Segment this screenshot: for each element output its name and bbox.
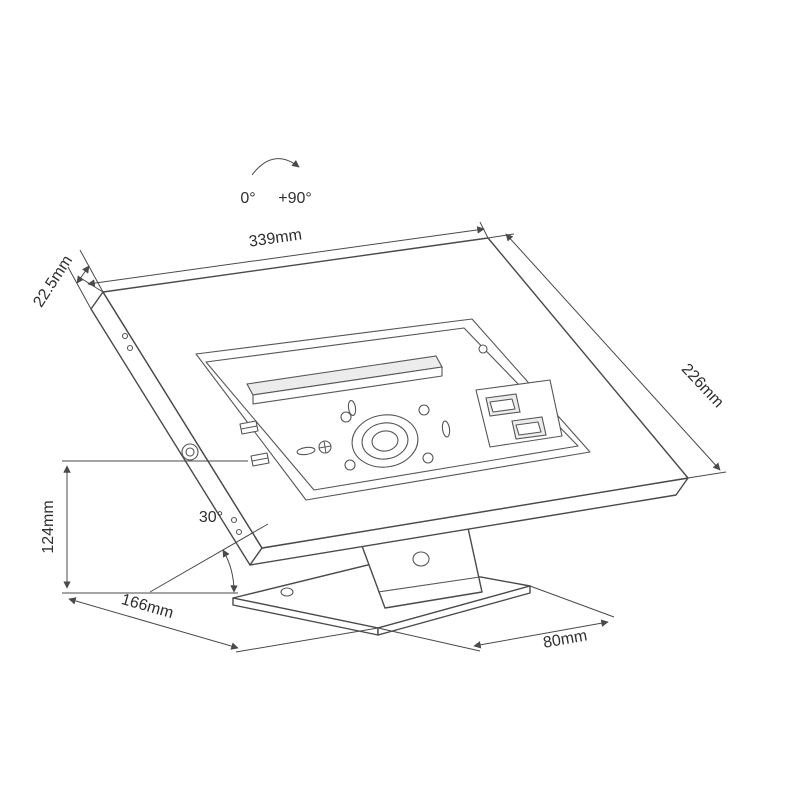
dim-edge-thickness: 22.5mm	[30, 249, 104, 311]
side-vent-hole	[121, 332, 129, 340]
rotation-hub	[296, 404, 451, 471]
side-vent-hole	[126, 344, 134, 352]
dim-tilt-angle-label: 30°	[199, 509, 223, 526]
side-vent-hole	[235, 528, 243, 536]
dim-base-length-label: 166mm	[119, 591, 175, 622]
slot-horizontal-left	[296, 446, 316, 456]
rotation-indicator: 0° +90°	[240, 158, 312, 207]
slot-vertical-top	[347, 400, 357, 416]
rotation-start-label: 0°	[240, 190, 255, 207]
dim-side-depth-label: 226mm	[678, 361, 727, 412]
dim-edge-thickness-label: 22.5mm	[30, 253, 76, 311]
dim-tilt-angle: 30°	[149, 509, 269, 593]
cross-screw	[318, 440, 332, 454]
hub-screw-hole	[344, 459, 356, 471]
dim-height: 124mm	[40, 460, 248, 594]
plate-screw-hole	[478, 344, 488, 354]
slot-vertical-right	[441, 420, 451, 438]
hub-screw-hole	[340, 411, 352, 423]
stand-pedestal	[361, 527, 483, 609]
dim-top-width-label: 339mm	[248, 226, 303, 250]
bezel-clips	[239, 420, 270, 467]
side-vent-hole	[230, 516, 238, 524]
key-lock	[181, 443, 199, 461]
base-screw-hole	[280, 587, 294, 597]
locking-bracket	[475, 379, 563, 448]
hub-screw-hole	[422, 452, 434, 464]
hub-screw-hole	[418, 404, 430, 416]
mounting-bar	[246, 355, 443, 405]
tablet-enclosure	[90, 237, 689, 566]
rotation-arc-arrow	[251, 158, 300, 176]
dim-base-width: 80mm	[377, 585, 615, 652]
pedestal-cable-hole	[412, 551, 430, 567]
dim-height-label: 124mm	[40, 500, 57, 553]
left-face-details	[121, 332, 243, 536]
dim-base-width-label: 80mm	[542, 627, 589, 651]
rotation-end-label: +90°	[278, 190, 312, 207]
